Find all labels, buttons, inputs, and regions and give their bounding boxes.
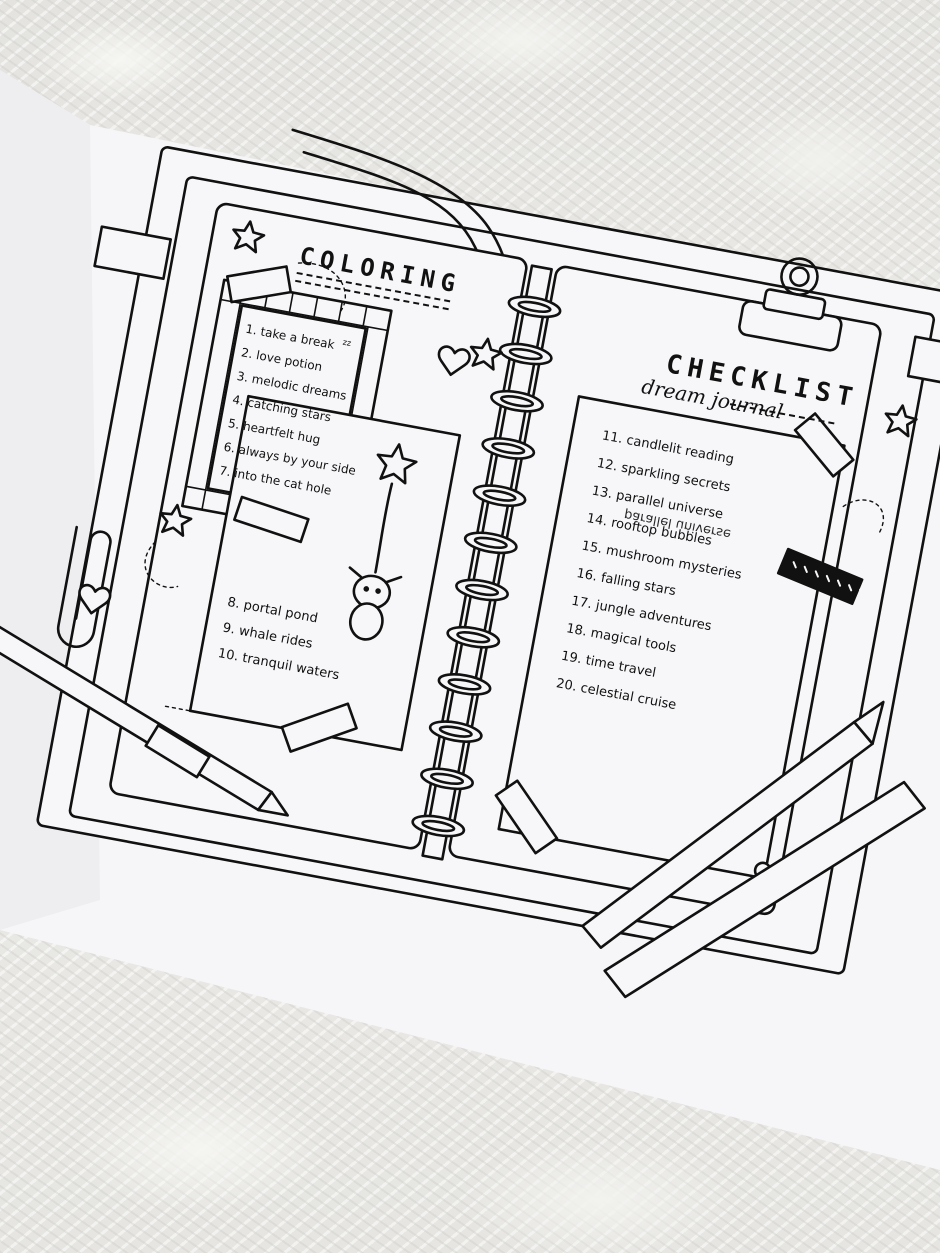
tab-left [93,225,172,281]
star-icon [159,503,193,537]
title-underline-left [295,271,455,311]
marker-icon [581,700,926,999]
tape-icon [233,495,310,544]
tape-icon [225,265,293,304]
title-underline-right [729,403,839,426]
spiral-binding-icon [409,264,562,861]
bunny-plush-icon [348,443,418,641]
binder-clip-icon [738,257,843,352]
tape-icon [793,412,855,478]
note-card-right [497,395,846,880]
tape-icon [494,779,559,855]
pen-icon [0,607,289,817]
tab-right [906,335,940,391]
star-icon [469,337,503,371]
dotted-doodle [144,262,885,726]
sleep-mark: zz [342,338,352,348]
star-icon [232,220,266,254]
checker-tape-icon [776,547,864,606]
tape-icon [280,702,358,753]
heart-icon [437,345,471,377]
checker-tape-pattern [792,561,864,596]
paper-clip-icon [56,525,112,649]
star-icon [884,404,918,438]
heart-icon [78,583,112,615]
